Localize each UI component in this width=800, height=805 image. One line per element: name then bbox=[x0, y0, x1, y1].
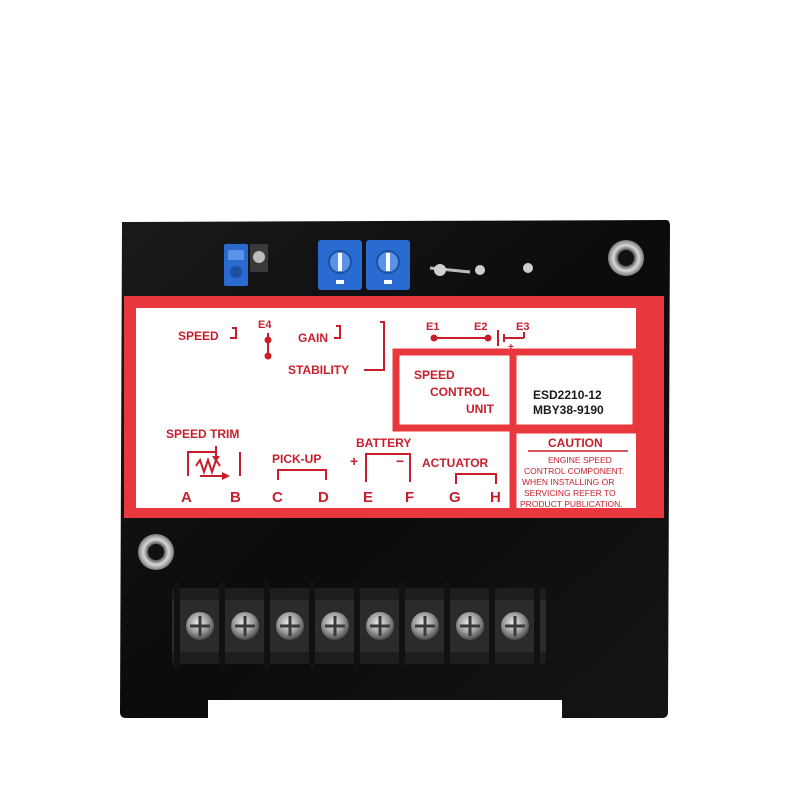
terminal-label-f: F bbox=[405, 489, 414, 506]
battery-minus-label: − bbox=[396, 453, 404, 469]
e3-label: E3 bbox=[516, 321, 529, 333]
caution-line-1: ENGINE SPEED bbox=[548, 455, 612, 465]
speed-control-line-3: UNIT bbox=[466, 402, 495, 416]
screw-terminals bbox=[174, 582, 540, 670]
speed-control-line-1: SPEED bbox=[414, 368, 455, 382]
battery-label: BATTERY bbox=[356, 436, 411, 450]
caution-line-3: WHEN INSTALLING OR bbox=[522, 477, 614, 487]
terminal-letters: A B C D E F G H bbox=[181, 489, 501, 506]
jumper-pins bbox=[429, 263, 533, 276]
screw-terminal-f[interactable] bbox=[399, 582, 441, 670]
screw-terminal-d[interactable] bbox=[309, 582, 351, 670]
terminal-label-c: C bbox=[272, 489, 283, 506]
terminal-end-separator bbox=[534, 582, 540, 670]
terminal-label-a: A bbox=[181, 489, 192, 506]
e1-label: E1 bbox=[426, 321, 439, 333]
stability-potentiometer[interactable] bbox=[366, 240, 410, 290]
screw-terminal-g[interactable] bbox=[444, 582, 486, 670]
caution-line-4: SERVICING REFER TO bbox=[524, 488, 616, 498]
mounting-hole-top-right bbox=[608, 240, 644, 276]
trim-potentiometer[interactable] bbox=[224, 244, 268, 286]
model-number: ESD2210-12 bbox=[533, 388, 602, 402]
pickup-label: PICK-UP bbox=[272, 452, 321, 466]
battery-plus-symbol: + bbox=[508, 342, 514, 353]
mounting-hole-bottom-left bbox=[138, 534, 174, 570]
speed-label: SPEED bbox=[178, 329, 219, 343]
terminal-label-d: D bbox=[318, 489, 329, 506]
screw-terminal-a[interactable] bbox=[174, 582, 216, 670]
screw-terminal-b[interactable] bbox=[219, 582, 261, 670]
caution-line-5: PRODUCT PUBLICATION. bbox=[520, 499, 623, 509]
terminal-label-b: B bbox=[230, 489, 241, 506]
screw-terminal-e[interactable] bbox=[354, 582, 396, 670]
speed-trim-label: SPEED TRIM bbox=[166, 427, 239, 441]
terminal-label-h: H bbox=[490, 489, 501, 506]
caution-title: CAUTION bbox=[548, 436, 603, 450]
terminal-label-e: E bbox=[363, 489, 373, 506]
terminal-label-g: G bbox=[449, 489, 461, 506]
actuator-label: ACTUATOR bbox=[422, 456, 489, 470]
caution-line-2: CONTROL COMPONENT. bbox=[524, 466, 624, 476]
speed-control-line-2: CONTROL bbox=[430, 385, 489, 399]
stability-label: STABILITY bbox=[288, 363, 349, 377]
e4-label: E4 bbox=[258, 319, 272, 331]
battery-plus-label: + bbox=[350, 453, 358, 469]
screw-terminal-c[interactable] bbox=[264, 582, 306, 670]
serial-number: MBY38-9190 bbox=[533, 403, 604, 417]
gain-label: GAIN bbox=[298, 331, 328, 345]
screw-terminal-h[interactable] bbox=[489, 582, 531, 670]
e2-label: E2 bbox=[474, 321, 487, 333]
gain-potentiometer[interactable] bbox=[318, 240, 362, 290]
